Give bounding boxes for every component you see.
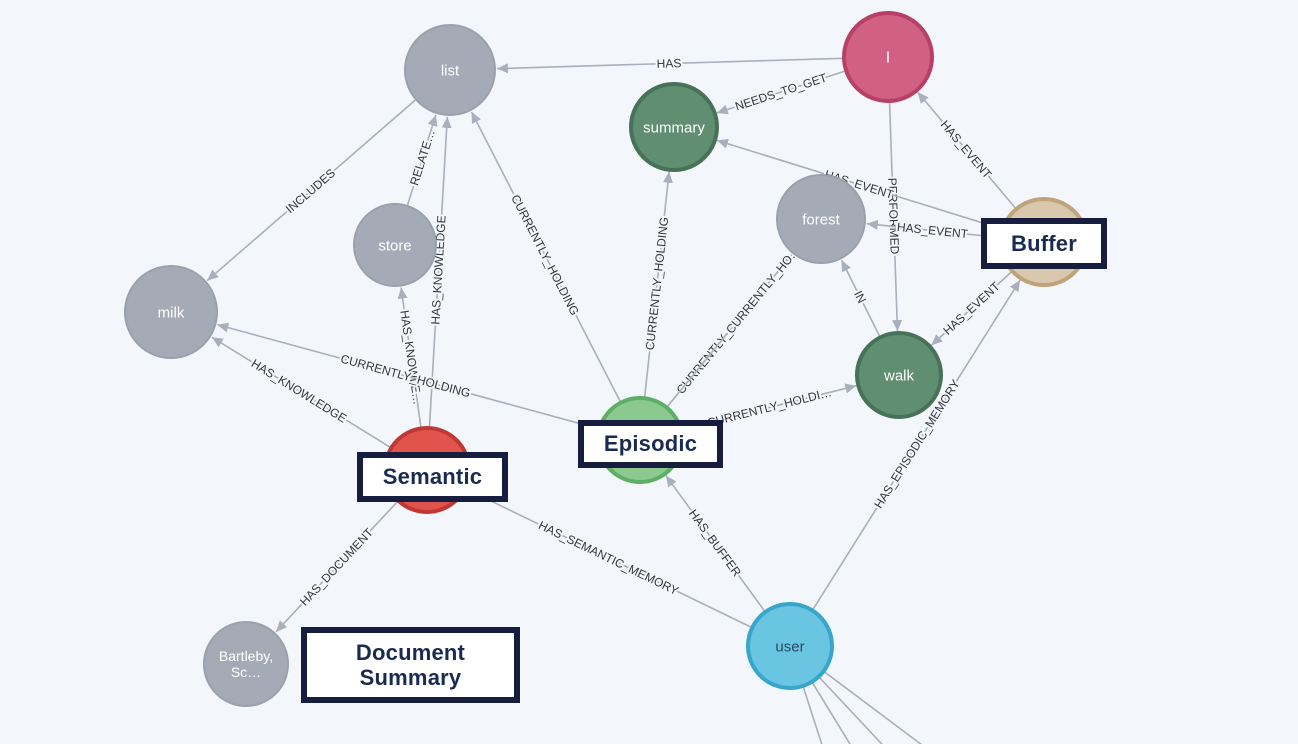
- edge-label: CURRENTLY_HOLDING: [508, 192, 582, 317]
- edge-semantic-bartleby[interactable]: HAS_DOCUMENT: [275, 500, 399, 633]
- node-semantic[interactable]: [383, 426, 471, 514]
- node-label: user: [775, 638, 804, 655]
- edge-label: HAS_KNOWLE…: [397, 309, 424, 405]
- edge-user-offscreen[interactable]: [802, 686, 834, 744]
- node-bartleby[interactable]: Bartleby,Sc…: [203, 621, 289, 707]
- edge-label: HAS_KNOWLEDGE: [249, 356, 349, 425]
- edge-label: HAS_DOCUMENT: [297, 525, 376, 609]
- edge-label: HAS_EVENT: [896, 220, 969, 241]
- edge-episodic-list[interactable]: CURRENTLY_HOLDING: [470, 111, 622, 403]
- node-store[interactable]: store: [353, 203, 437, 287]
- edge-user-offscreen[interactable]: [811, 682, 871, 744]
- node-label: walk: [883, 367, 915, 384]
- node-episodic[interactable]: [596, 396, 684, 484]
- node-I[interactable]: I: [842, 11, 934, 103]
- edge-I-walk[interactable]: PERFORMED: [883, 101, 904, 332]
- node-label: summary: [643, 119, 705, 136]
- edge-I-list[interactable]: HAS: [496, 54, 844, 74]
- edge-label: HAS_SEMANTIC_MEMORY: [536, 518, 680, 598]
- edge-label: CURRENTLY_HO…: [723, 243, 803, 336]
- edge-label: HAS_EVENT: [938, 118, 995, 182]
- node-label: I: [886, 50, 890, 67]
- edge-buffer-walk[interactable]: HAS_EVENT: [930, 271, 1013, 346]
- edge-label: HAS_EVENT: [940, 279, 1003, 338]
- edge-label: HAS_BUFFER: [686, 507, 744, 580]
- node-summary[interactable]: summary: [629, 82, 719, 172]
- edge-walk-forest[interactable]: IN: [840, 259, 881, 337]
- node-list[interactable]: list: [404, 24, 496, 116]
- edge-episodic-walk[interactable]: CURRENTLY_HOLDI…: [681, 383, 857, 432]
- edge-user-semantic[interactable]: HAS_SEMANTIC_MEMORY: [466, 488, 752, 628]
- edge-user-offscreen[interactable]: [818, 676, 906, 744]
- node-label: list: [441, 62, 460, 79]
- node-milk[interactable]: milk: [124, 265, 218, 359]
- edge-user-buffer[interactable]: HAS_EPISODIC_MEMORY: [812, 279, 1021, 611]
- node-label: store: [378, 237, 411, 254]
- node-layer: listIsummaryforeststoremilkwalkuserBartl…: [124, 11, 1089, 707]
- edge-episodic-forest[interactable]: CURRENTLY_HO…: [666, 241, 805, 408]
- node-forest[interactable]: forest: [776, 174, 866, 264]
- edge-label: INCLUDES: [283, 166, 338, 216]
- edge-user-episodic[interactable]: HAS_BUFFER: [665, 475, 766, 612]
- edge-label: RELATE…: [407, 128, 438, 187]
- edge-semantic-milk[interactable]: HAS_KNOWLEDGE: [211, 336, 391, 449]
- node-label: forest: [802, 211, 840, 228]
- node-user[interactable]: user: [746, 602, 834, 690]
- node-label: milk: [158, 304, 185, 321]
- edge-label: CURRENTLY_HOLDING: [643, 216, 671, 351]
- node-buffer[interactable]: [999, 197, 1089, 287]
- node-walk[interactable]: walk: [855, 331, 943, 419]
- node-label: Bartleby,: [219, 648, 273, 664]
- edge-label: HAS: [656, 56, 681, 71]
- edge-episodic-summary[interactable]: CURRENTLY_HOLDING: [641, 171, 673, 398]
- edge-label: IN: [851, 289, 869, 306]
- edge-label: NEEDS_TO_GET: [733, 70, 829, 113]
- edge-semantic-store[interactable]: HAS_KNOWLE…: [395, 287, 427, 428]
- edge-I-summary[interactable]: NEEDS_TO_GET: [716, 68, 846, 116]
- edge-label: CURRENTLY_HOLDI…: [706, 385, 833, 430]
- node-label: Sc…: [231, 664, 261, 680]
- edge-buffer-I[interactable]: HAS_EVENT: [917, 91, 1017, 209]
- edge-store-list[interactable]: RELATE…: [405, 114, 440, 206]
- edge-user-offscreen[interactable]: [823, 671, 940, 744]
